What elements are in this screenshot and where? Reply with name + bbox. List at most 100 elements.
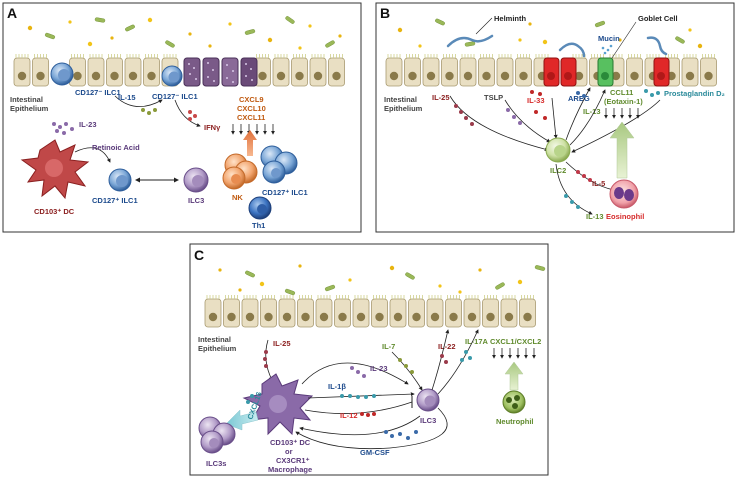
th1-label: Th1 xyxy=(252,221,265,230)
ilc2-label: ILC2 xyxy=(550,166,566,175)
cd127pos-ilc1-right-label: CD127⁺ ILC1 xyxy=(262,188,308,197)
epithelial-nucleus xyxy=(486,312,495,322)
microbe-rod xyxy=(534,265,546,271)
panel-a-epithelium-label-1: Intestinal xyxy=(10,95,43,104)
epithelial-nucleus xyxy=(208,312,218,322)
microbe-dot xyxy=(397,27,403,33)
microbe-dot xyxy=(267,37,273,43)
microbe-dot xyxy=(188,32,192,36)
epithelial-nucleus xyxy=(245,312,255,322)
prostaglandin-label: Prostaglandin D₂ xyxy=(664,89,725,98)
il33-label: IL-33 xyxy=(527,96,545,105)
il12-label: IL-12 xyxy=(340,411,358,420)
microbe-dot xyxy=(518,38,522,42)
epithelial-nucleus xyxy=(467,312,477,322)
panel-c-epithelium xyxy=(204,295,536,328)
epithelial-nucleus xyxy=(685,71,695,81)
cxcl11-label: CXCL11 xyxy=(237,113,265,122)
epithelial-nucleus xyxy=(463,71,473,81)
panel-b-letter: B xyxy=(380,5,390,21)
epithelial-nucleus xyxy=(128,71,138,81)
epithelial-nucleus xyxy=(523,312,532,322)
panel-b-content: Helminth Goblet Cell Mucin Intestinal Ep… xyxy=(384,14,725,221)
microbe-dot xyxy=(542,39,548,45)
microbe-dot xyxy=(218,268,222,272)
epithelial-nucleus xyxy=(393,312,403,322)
epithelial-nucleus xyxy=(295,71,304,81)
nk-cells xyxy=(222,153,258,190)
dc-label-c-1: CD103⁺ DC xyxy=(270,438,311,447)
dc-label-c-4: Macrophage xyxy=(268,465,312,474)
recruitment-arrow-a xyxy=(243,130,257,156)
microbes xyxy=(27,16,703,296)
panel-a-letter: A xyxy=(7,5,17,21)
ifng-label: IFNγ xyxy=(204,123,221,132)
microbe-rod xyxy=(405,272,415,280)
epithelial-nucleus xyxy=(704,71,713,81)
microbe-dot xyxy=(338,34,342,38)
tslp-label: TSLP xyxy=(484,93,503,102)
dc-label-a: CD103⁺ DC xyxy=(34,207,75,216)
microbe-rod xyxy=(245,270,255,278)
goblet-cell-label: Goblet Cell xyxy=(638,14,678,23)
epithelial-nucleus xyxy=(574,71,584,81)
microbe-rod xyxy=(284,288,296,296)
microbe-rod xyxy=(94,17,106,23)
microbe-dot xyxy=(27,25,33,31)
il15-label: IL-15 xyxy=(118,93,136,102)
epithelial-nucleus xyxy=(264,312,273,322)
epithelial-nucleus xyxy=(426,71,436,81)
epithelial-nucleus xyxy=(332,71,341,81)
il23-label-a: IL-23 xyxy=(79,120,97,129)
microbe-dot xyxy=(228,22,232,26)
ccl11-label-2: (Eotaxin-1) xyxy=(604,97,643,106)
microbe-rod xyxy=(125,24,135,32)
microbe-dot xyxy=(458,290,462,294)
helminth-worm-1 xyxy=(446,34,494,48)
microbe-dot xyxy=(438,284,442,288)
microbe-rod xyxy=(244,29,256,35)
epithelial-nucleus xyxy=(408,71,417,81)
microbe-rod xyxy=(324,284,336,292)
epithelial-nucleus xyxy=(91,71,101,81)
panel-a-epithelium-label-2: Epithelium xyxy=(10,104,49,113)
recruitment-arrow-c xyxy=(504,361,524,391)
epithelial-nucleus xyxy=(276,71,286,81)
panel-a-epithelium xyxy=(13,54,345,87)
microbe-dot xyxy=(110,36,114,40)
panel-c-epithelium-label-2: Epithelium xyxy=(198,344,237,353)
eosinophil-label: Eosinophil xyxy=(606,212,644,221)
microbe-dot xyxy=(68,20,72,24)
cd127pos-ilc1-cluster xyxy=(260,145,298,184)
microbe-dot xyxy=(259,281,265,287)
nk-label: NK xyxy=(232,193,243,202)
epithelial-nucleus xyxy=(519,71,528,81)
microbe-dot xyxy=(208,44,212,48)
panel-b-epithelium-label-2: Epithelium xyxy=(384,104,423,113)
il13-top-label: IL-13 xyxy=(583,107,601,116)
epithelial-nucleus xyxy=(449,312,458,322)
il22-label: IL-22 xyxy=(438,342,456,351)
epithelial-nucleus xyxy=(611,71,621,81)
il25-label-c: IL-25 xyxy=(273,339,291,348)
helminth-worm-2 xyxy=(558,42,586,58)
epithelial-nucleus xyxy=(258,71,267,81)
tuft-cell-2 xyxy=(560,57,577,87)
ilc3s-cluster xyxy=(198,416,236,454)
dc-label-c-3: CX3CR1⁺ xyxy=(276,456,310,465)
il5-label: IL-5 xyxy=(592,179,605,188)
ilc3-label-a: ILC3 xyxy=(188,196,204,205)
epithelial-nucleus xyxy=(482,71,491,81)
epithelial-nucleus xyxy=(301,312,310,322)
microbe-dot xyxy=(147,17,153,23)
dc-label-c-2: or xyxy=(285,447,293,456)
cd103-dc-cell-a xyxy=(20,139,90,200)
microbe-dot xyxy=(697,43,703,49)
tuft-cell-1 xyxy=(543,57,560,87)
cxcl16-arrow xyxy=(225,409,259,431)
microbe-dot xyxy=(308,24,312,28)
microbe-dot xyxy=(298,264,302,268)
epithelial-nucleus xyxy=(73,71,82,81)
microbe-rod xyxy=(435,18,445,26)
